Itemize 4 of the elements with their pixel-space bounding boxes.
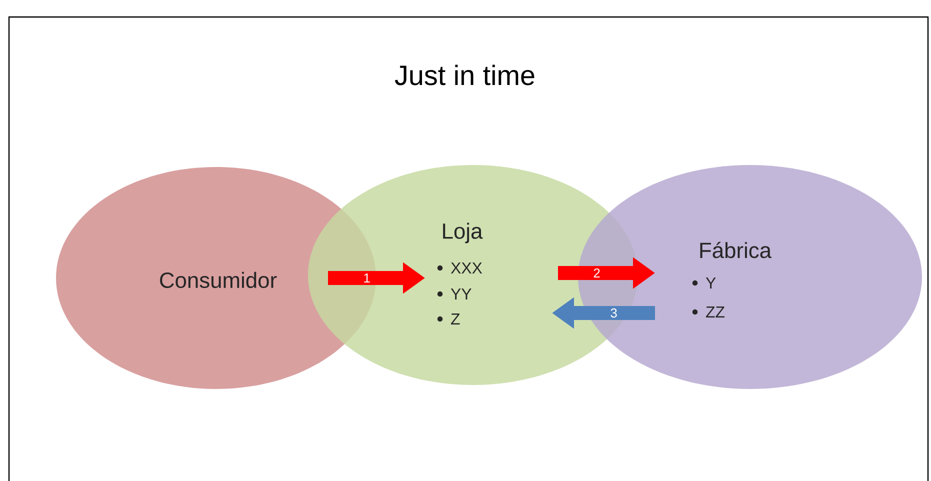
title: Just in time <box>394 64 534 86</box>
edge-label: 3 <box>610 308 617 318</box>
edge-label: 1 <box>364 274 370 282</box>
edge-label: 2 <box>594 268 600 278</box>
